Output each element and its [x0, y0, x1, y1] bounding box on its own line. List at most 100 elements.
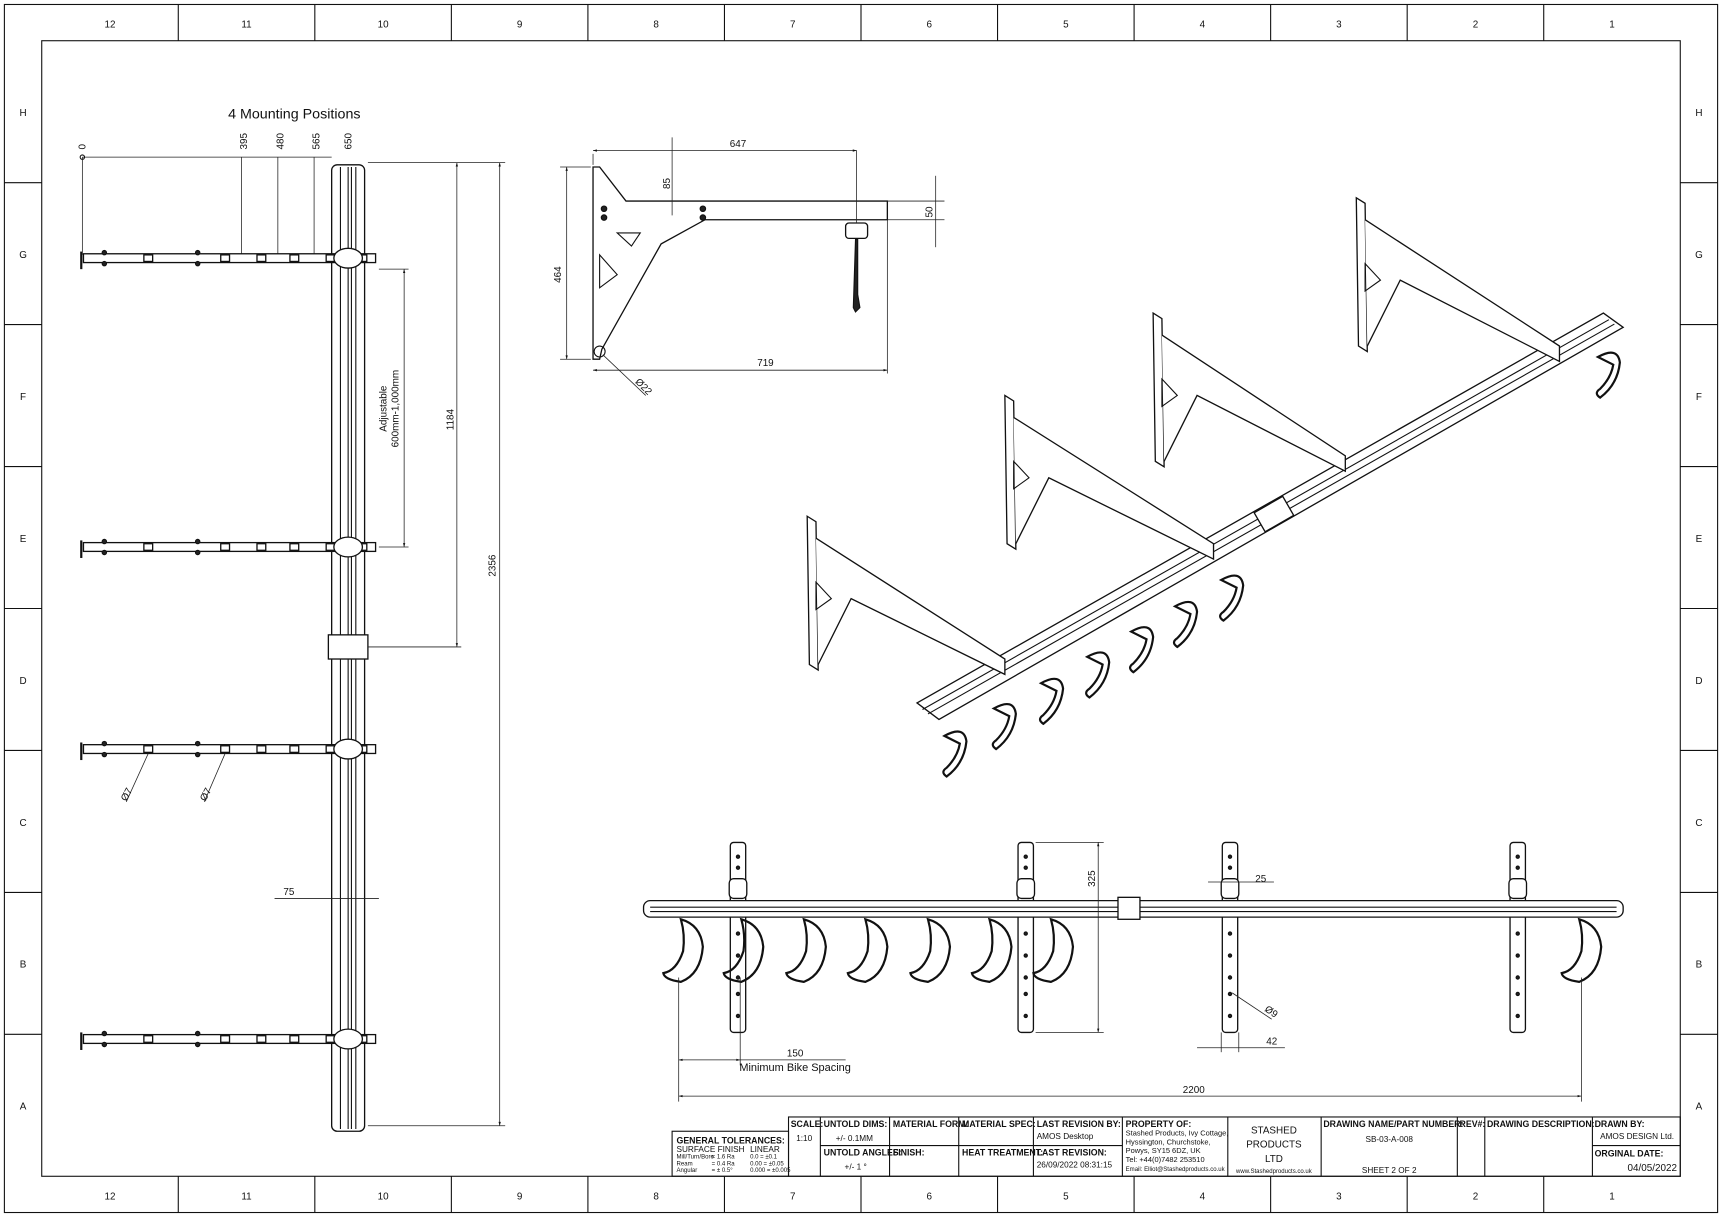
material-spec-label: MATERIAL SPEC:: [962, 1119, 1036, 1129]
title-block: GENERAL TOLERANCES: SURFACE FINISH LINEA…: [671, 1116, 1681, 1177]
company-line-2: PRODUCTS: [1246, 1140, 1302, 1151]
frame-row-label: H: [1695, 108, 1702, 119]
frame-column-label: 10: [378, 1191, 389, 1202]
position-565: 565: [312, 132, 323, 149]
frame-column-label: 11: [241, 1191, 252, 1202]
scale-value: 1:10: [796, 1134, 812, 1143]
frame-row-label: D: [19, 676, 26, 687]
tolerance-type: Ream: [677, 1161, 693, 1167]
dim-2356: 2356: [487, 554, 498, 576]
linear-label: LINEAR: [750, 1145, 780, 1154]
frame-column-label: 7: [790, 1191, 795, 1202]
frame-column-label: 6: [927, 20, 933, 31]
company-line-1: STASHED: [1251, 1125, 1297, 1136]
frame-column-label: 12: [105, 20, 116, 31]
dim-719: 719: [757, 358, 774, 369]
frame-column-label: 2: [1473, 20, 1479, 31]
bike-hook: [909, 917, 952, 984]
position-480: 480: [275, 132, 286, 149]
dim-1184: 1184: [446, 408, 457, 430]
tolerance-finish: = 1.6 Ra: [712, 1155, 736, 1161]
frame-column-label: 3: [1336, 1191, 1342, 1202]
wall-bracket: [1004, 394, 1215, 561]
frame-row-label: A: [20, 1102, 27, 1113]
frame-column-label: 9: [517, 1191, 523, 1202]
tolerance-finish: = 0.4 Ra: [712, 1161, 736, 1167]
heat-treatment-label: HEAT TREATMENT:: [962, 1147, 1043, 1157]
bike-hook: [970, 917, 1013, 984]
mounting-arm: [80, 536, 377, 558]
position-395: 395: [239, 132, 250, 149]
bracket-plate: [1016, 841, 1036, 1034]
frame-column-label: 6: [927, 1191, 933, 1202]
tolerance-linear: 0.000 = ±0.005: [750, 1168, 791, 1174]
side-view: 647 85 50 464 719 Ø22: [553, 137, 945, 398]
property-line: Powys, SY15 6DZ, UK: [1126, 1146, 1201, 1155]
dim-464: 464: [553, 266, 564, 283]
property-line: Stashed Products, Ivy Cottage,: [1126, 1129, 1229, 1138]
frame-column-label: 8: [653, 20, 659, 31]
untold-angles-value: +/- 1 °: [845, 1163, 867, 1172]
adjustable-label: Adjustable: [379, 385, 390, 432]
sheet-number: SHEET 2 OF 2: [1362, 1166, 1417, 1175]
drawing-description-label: DRAWING DESCRIPTION:: [1487, 1119, 1595, 1129]
front-view: 4 Mounting Positions 0 395 480 565 650 A…: [78, 107, 506, 1132]
hole-9: Ø9: [1262, 1004, 1280, 1021]
finish-label: FINISH:: [893, 1147, 925, 1157]
part-number: SB-03-A-008: [1365, 1135, 1413, 1144]
dim-2200: 2200: [1183, 1085, 1205, 1096]
frame-column-label: 2: [1473, 1191, 1479, 1202]
frame-column-label: 1: [1609, 1191, 1615, 1202]
frame-column-label: 4: [1200, 1191, 1206, 1202]
dim-85: 85: [662, 177, 673, 188]
frame-row-label: B: [1696, 960, 1703, 971]
bracket-plate: [1508, 841, 1528, 1034]
frame-column-label: 7: [790, 20, 795, 31]
property-line: Hyssington, Churchstoke,: [1126, 1137, 1211, 1146]
front-view-title: 4 Mounting Positions: [228, 107, 360, 123]
frame-row-label: E: [20, 534, 27, 545]
frame-column-label: 9: [517, 20, 523, 31]
frame-row-label: H: [19, 108, 26, 119]
bracket-plate: [1220, 841, 1240, 1034]
drawn-by-value: AMOS DESIGN Ltd.: [1600, 1132, 1674, 1141]
min-bike-spacing: Minimum Bike Spacing: [739, 1062, 851, 1074]
last-revision-by-value: AMOS Desktop: [1037, 1132, 1094, 1141]
original-date-label: ORGINAL DATE:: [1595, 1149, 1664, 1159]
drawn-by-label: DRAWN BY:: [1595, 1119, 1645, 1129]
dim-647: 647: [730, 139, 746, 150]
tolerance-type: Angular: [677, 1168, 698, 1174]
bike-hook: [785, 917, 827, 984]
material-form-label: MATERIAL FORM:: [893, 1119, 969, 1129]
bracket-plate: [728, 841, 748, 1034]
drawing-name-label: DRAWING NAME/PART NUMBER:: [1323, 1119, 1463, 1129]
website: www.Stashedproducts.co.uk: [1235, 1169, 1313, 1175]
bike-hook: [1128, 626, 1155, 674]
surface-finish-label: SURFACE FINISH: [677, 1145, 745, 1154]
tolerance-linear: 0.0 = ±0.1: [750, 1155, 778, 1161]
tolerance-finish: = ± 0.5°: [712, 1168, 734, 1174]
wall-bracket: [806, 515, 1006, 676]
mounting-arm: [80, 738, 377, 761]
bike-hook: [942, 730, 968, 778]
position-0: 0: [78, 143, 89, 149]
last-revision-value: 26/09/2022 08:31:15: [1037, 1160, 1113, 1169]
mounting-arm: [80, 1028, 377, 1050]
dim-25: 25: [1255, 874, 1266, 885]
frame-column-label: 8: [653, 1191, 659, 1202]
frame-row-label: B: [20, 960, 27, 971]
bike-hook: [846, 917, 889, 984]
frame-column-label: 5: [1063, 20, 1069, 31]
property-line: Email: Elliot@Stashedproducts.co.uk: [1126, 1167, 1226, 1173]
last-revision-label: LAST REVISION:: [1037, 1147, 1107, 1157]
bike-hook: [1172, 600, 1199, 649]
scale-label: SCALE:: [791, 1119, 824, 1129]
untold-dims-label: UNTOLD DIMS:: [824, 1119, 888, 1129]
frame-column-label: 11: [241, 20, 252, 31]
frame-column-label: 12: [105, 1191, 116, 1202]
bike-hook: [1038, 677, 1065, 726]
frame-row-label: E: [1696, 534, 1703, 545]
frame-row-label: C: [1695, 818, 1702, 829]
last-revision-by-label: LAST REVISION BY:: [1037, 1119, 1121, 1129]
frame-row-label: G: [19, 250, 27, 261]
